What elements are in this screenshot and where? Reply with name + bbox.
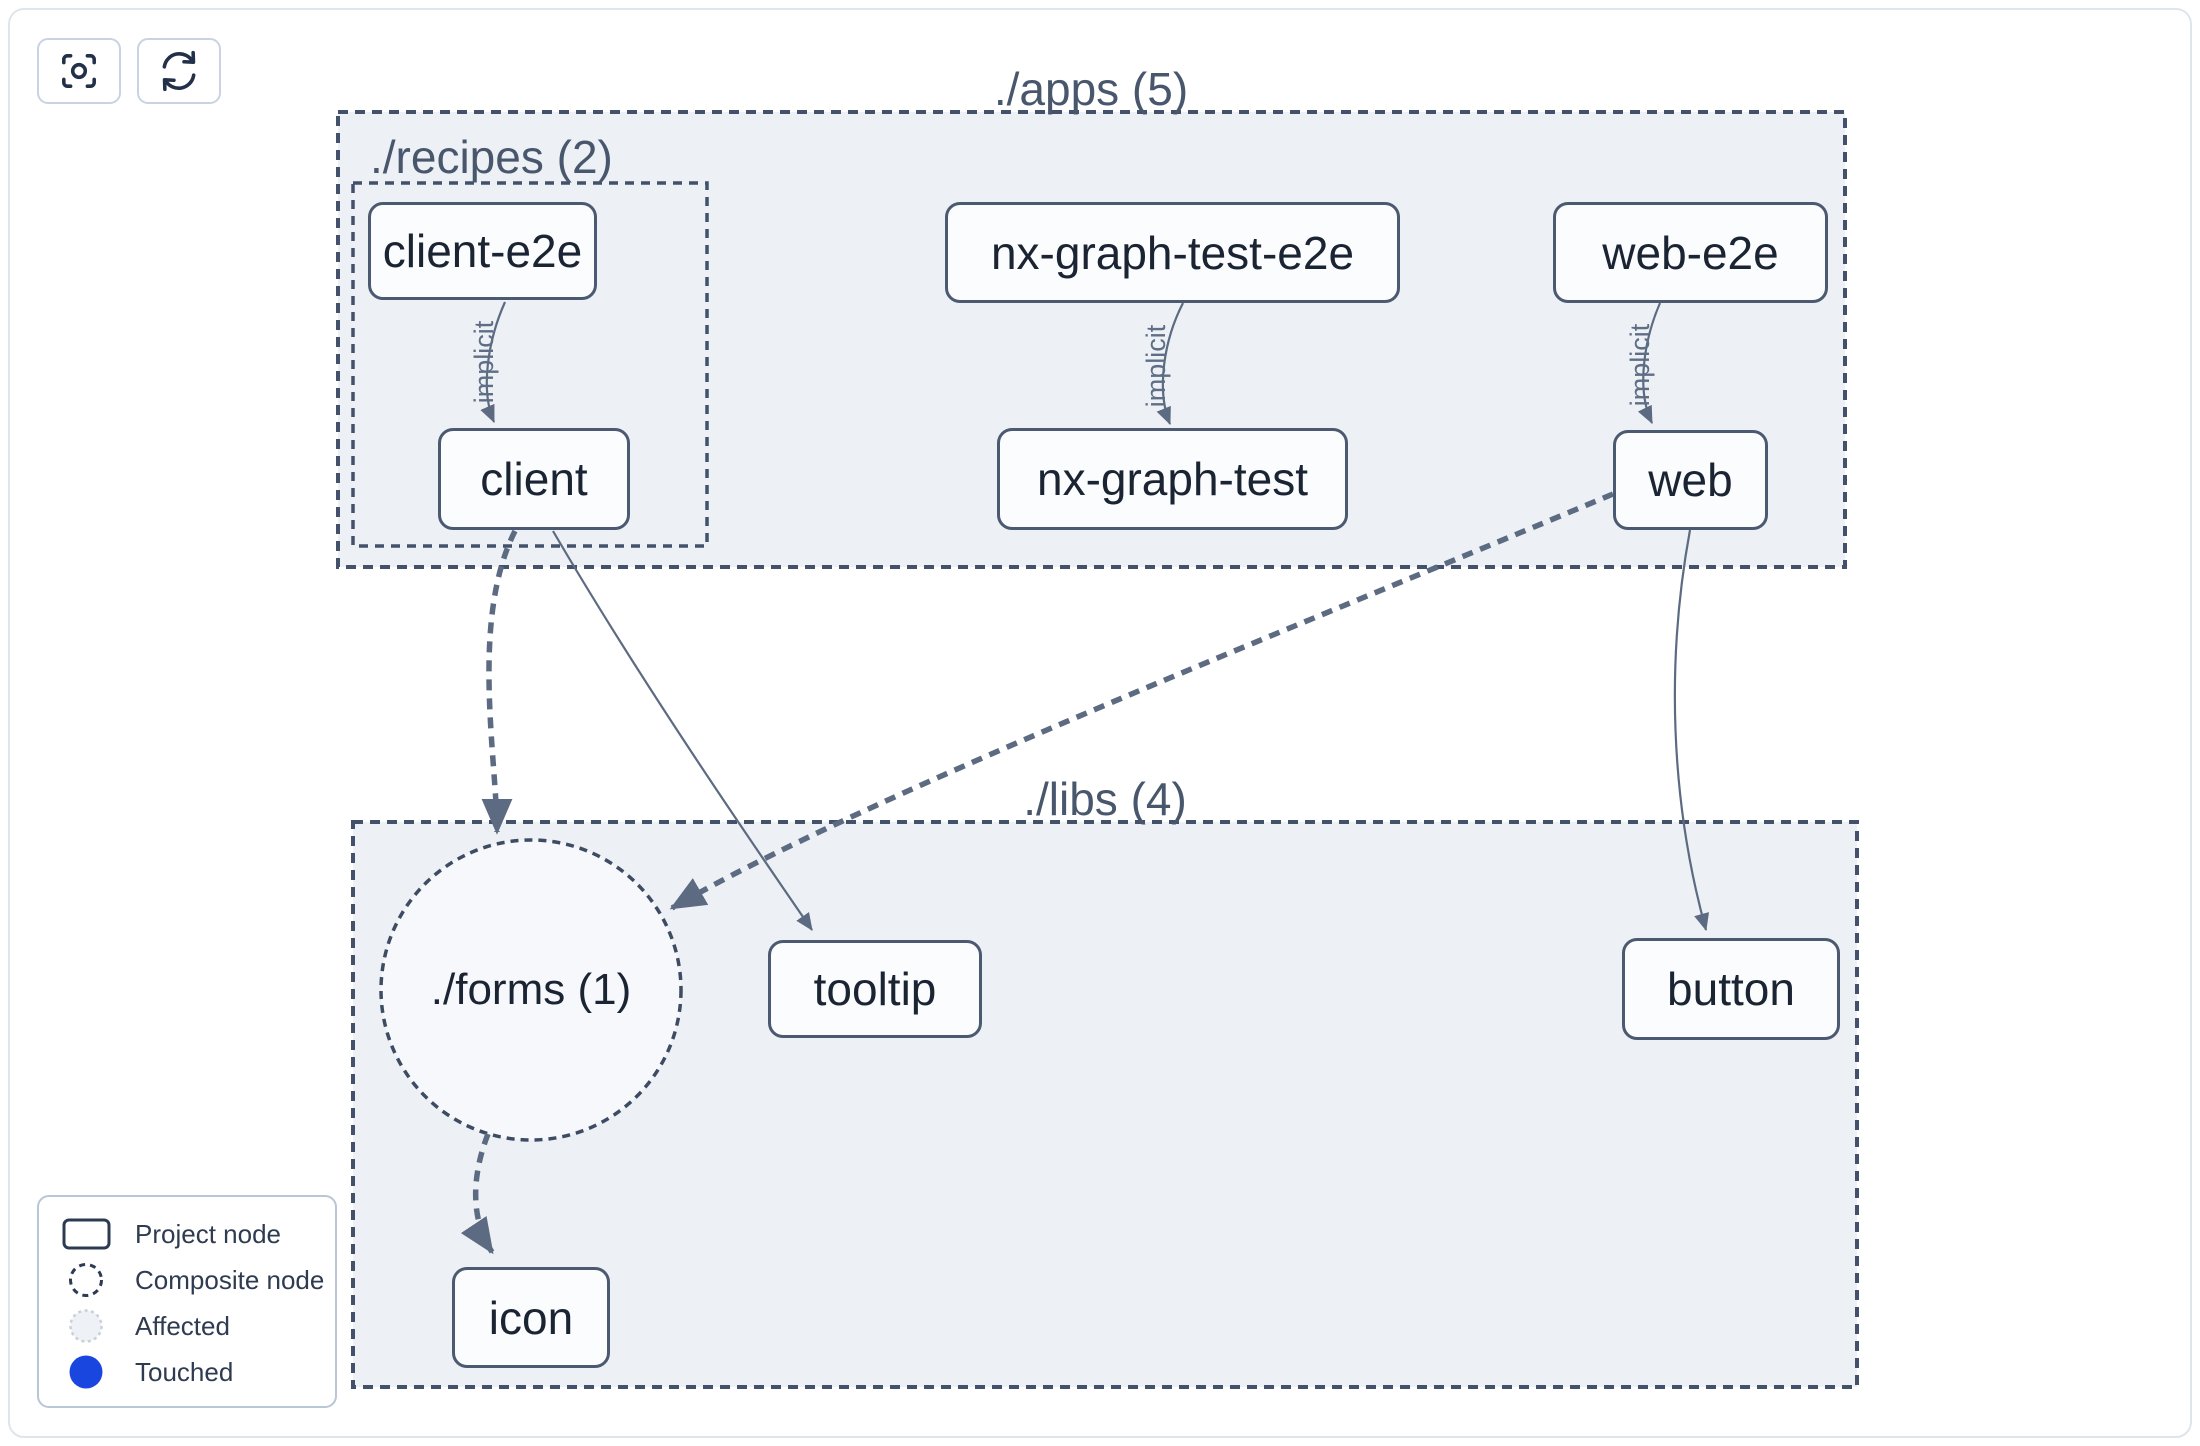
project-node-client[interactable]: client xyxy=(438,428,630,530)
touched-swatch-icon xyxy=(69,1355,103,1389)
project-node-web[interactable]: web xyxy=(1613,430,1768,530)
project-node-button[interactable]: button xyxy=(1622,938,1840,1040)
composite-node-swatch-icon xyxy=(69,1263,103,1297)
legend-label: Touched xyxy=(135,1356,234,1387)
legend-label: Project node xyxy=(135,1218,281,1249)
composite-node-forms-label[interactable]: ./forms (1) xyxy=(430,965,632,1014)
group-label-apps: ./apps (5) xyxy=(993,63,1189,115)
project-node-nx-graph-test[interactable]: nx-graph-test xyxy=(997,428,1348,530)
project-node-icon[interactable]: icon xyxy=(452,1267,610,1368)
legend-row-project-node: Project node xyxy=(39,1211,335,1257)
project-node-nx-graph-test-e2e[interactable]: nx-graph-test-e2e xyxy=(945,202,1400,303)
project-node-swatch-icon xyxy=(62,1218,111,1250)
refresh-button[interactable] xyxy=(137,38,221,104)
legend-row-composite-node: Composite node xyxy=(39,1257,335,1303)
legend-label: Composite node xyxy=(135,1264,325,1295)
legend-row-affected: Affected xyxy=(39,1303,335,1349)
legend-label: Affected xyxy=(135,1310,230,1341)
focus-reset-button[interactable] xyxy=(37,38,121,104)
toolbar xyxy=(37,38,221,104)
scan-focus-icon xyxy=(57,49,101,93)
affected-swatch-icon xyxy=(69,1309,103,1343)
refresh-icon xyxy=(157,49,201,93)
legend: Project node Composite node Affected Tou… xyxy=(37,1195,337,1408)
group-label-recipes: ./recipes (2) xyxy=(370,131,613,183)
project-node-tooltip[interactable]: tooltip xyxy=(768,940,982,1038)
project-node-client-e2e[interactable]: client-e2e xyxy=(368,202,597,300)
legend-row-touched: Touched xyxy=(39,1349,335,1395)
group-label-libs: ./libs (4) xyxy=(1023,773,1187,825)
project-node-web-e2e[interactable]: web-e2e xyxy=(1553,202,1828,303)
